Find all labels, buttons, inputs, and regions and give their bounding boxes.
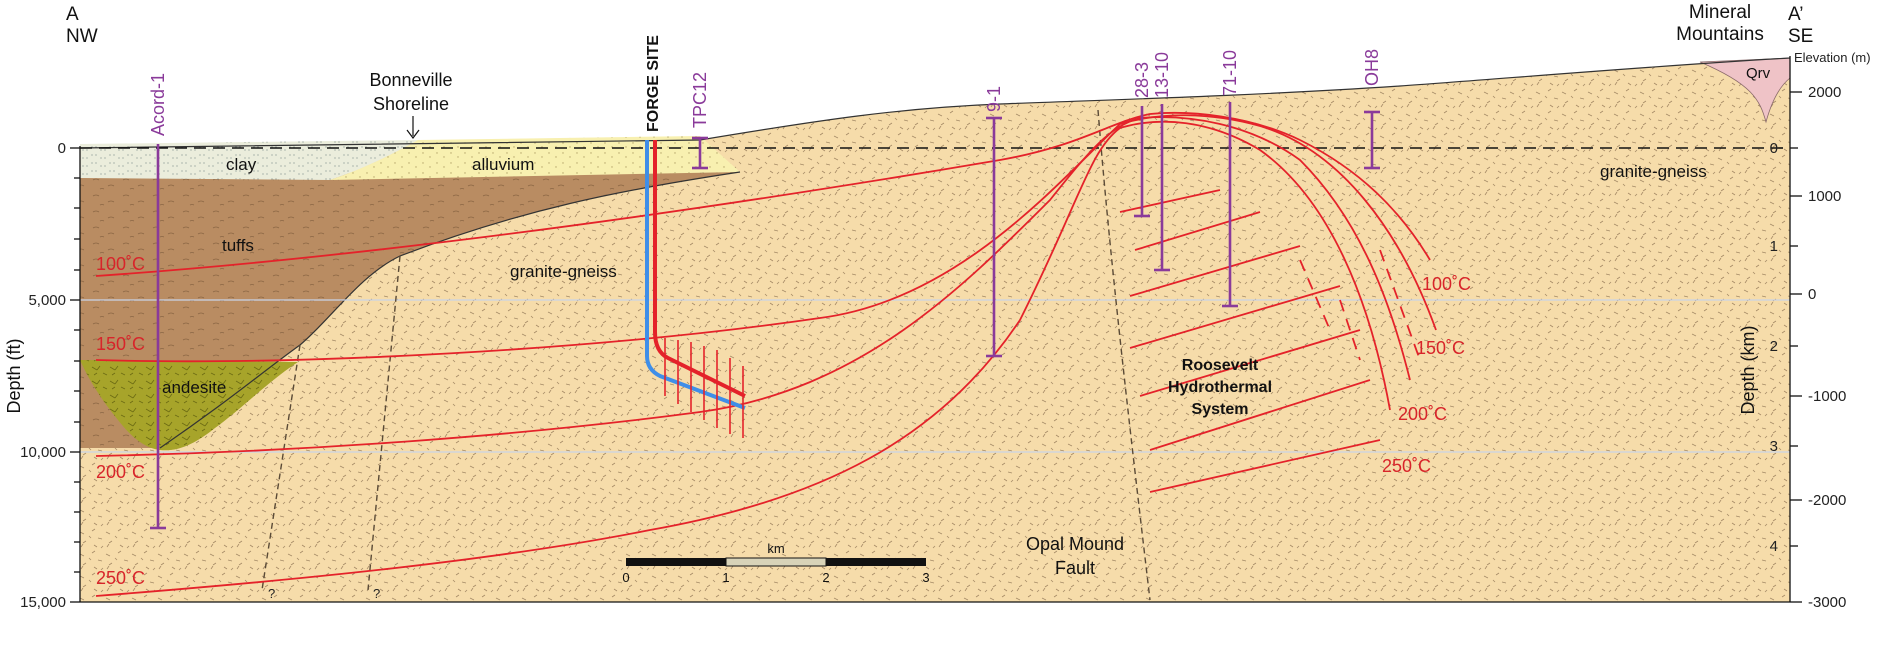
depth-tick-label: 0 <box>1770 140 1778 157</box>
scale-tick-label: 1 <box>722 570 729 585</box>
well-label-9-1: 9-1 <box>984 86 1004 112</box>
forge-borehole <box>645 140 746 438</box>
fracture-ticks <box>664 338 744 438</box>
topography-line <box>79 57 1791 149</box>
roosevelt-label: System <box>1192 401 1249 418</box>
isotherm-label: 250˚C <box>96 568 145 588</box>
isotherm-label: 150˚C <box>96 334 145 354</box>
mineral-mountains-label: Mineral <box>1689 2 1751 23</box>
left-axis <box>70 146 81 603</box>
elevation-tick-label: -2000 <box>1808 492 1846 509</box>
fault-line <box>261 344 301 591</box>
forge-well-blue <box>645 140 746 410</box>
fault-question-mark: ? <box>373 586 380 601</box>
well-tpc12 <box>692 136 708 170</box>
depth-tick-label: 2 <box>1770 338 1778 355</box>
well-acord-1 <box>150 144 166 530</box>
unit-clay <box>80 140 418 180</box>
corner-a: A <box>66 4 79 25</box>
elevation-tick-label: 1000 <box>1808 188 1841 205</box>
tuffs-label: tuffs <box>222 236 254 255</box>
isotherm-100 <box>95 111 1431 277</box>
granite-gneiss-label: granite-gneiss <box>510 262 617 281</box>
isotherm-200 <box>95 116 1411 457</box>
elevation-tick-label: 2000 <box>1808 84 1841 101</box>
well-label-acord-1: Acord-1 <box>148 73 168 136</box>
unit-granite-gneiss <box>80 58 1790 602</box>
bonneville-label: Shoreline <box>373 94 449 114</box>
depth-tick-label: 1 <box>1770 238 1778 255</box>
isotherm-label: 150˚C <box>1416 338 1465 358</box>
andesite-label: andesite <box>162 378 226 397</box>
isotherm-150 <box>95 114 1437 363</box>
basin-contact <box>159 171 741 449</box>
left-tick-label: 5,000 <box>28 292 66 309</box>
scale-unit-label: km <box>767 541 784 556</box>
corner-nw: NW <box>66 26 98 47</box>
well-71-10 <box>1222 102 1238 308</box>
isotherm-dash <box>1299 249 1421 361</box>
isotherm-250 <box>95 120 1391 597</box>
isotherm-label: 100˚C <box>1422 274 1471 294</box>
scale-tick-label: 2 <box>822 570 829 585</box>
right-axis <box>1789 56 1802 603</box>
isotherm-label: 250˚C <box>1382 456 1431 476</box>
depth-axis-title: Depth (km) <box>1738 325 1758 414</box>
isotherms <box>95 111 1437 597</box>
fault-question-mark: ? <box>268 586 275 601</box>
elevation-tick-label: 0 <box>1808 286 1816 303</box>
qrv-label: Qrv <box>1746 65 1771 82</box>
scale-tick-label: 3 <box>922 570 929 585</box>
shoreline-arrow-icon <box>406 116 420 139</box>
forge-well-red <box>653 140 746 398</box>
left-tick-label: 15,000 <box>20 594 66 611</box>
granite-gneiss-label: granite-gneiss <box>1600 162 1707 181</box>
fault-line <box>367 255 401 591</box>
bonneville-label: Bonneville <box>369 70 452 90</box>
mineral-mountains-label: Mountains <box>1676 24 1764 45</box>
isotherm-label: 200˚C <box>96 462 145 482</box>
well-label-oh8: OH8 <box>1362 49 1382 86</box>
hydrothermal-isotherm-segment <box>1119 189 1381 493</box>
depth-tick-label: 4 <box>1770 538 1778 555</box>
isotherm-label: 200˚C <box>1398 404 1447 424</box>
elevation-tick-label: -1000 <box>1808 388 1846 405</box>
elevation-axis-title: Elevation (m) <box>1794 50 1871 65</box>
forge-site-label: FORGE SITE <box>645 35 662 132</box>
well-label-tpc12: TPC12 <box>690 72 710 128</box>
scale-bar <box>626 557 926 567</box>
unit-alluvium <box>330 136 740 180</box>
left-tick-label: 10,000 <box>20 444 66 461</box>
unit-andesite <box>80 360 298 451</box>
unit-qrv <box>1699 57 1791 124</box>
faults <box>261 109 1151 601</box>
left-axis-title: Depth (ft) <box>4 338 24 413</box>
alluvium-label: alluvium <box>472 155 534 174</box>
well-label-28-3: 28-3 <box>1132 62 1152 98</box>
scale-tick-label: 0 <box>622 570 629 585</box>
well-13-10 <box>1154 104 1170 272</box>
wells <box>150 102 1380 530</box>
corner-se: SE <box>1788 26 1813 47</box>
well-9-1 <box>986 116 1002 358</box>
opal-mound-fault-label: Fault <box>1055 558 1095 578</box>
opal-mound-fault-label: Opal Mound <box>1026 534 1124 554</box>
left-tick-label: 0 <box>58 140 66 157</box>
fault-line <box>1097 109 1151 601</box>
corner-a-prime: A’ <box>1788 4 1803 25</box>
roosevelt-label: Roosevelt <box>1182 357 1259 374</box>
well-oh8 <box>1364 110 1380 170</box>
well-label-71-10: 71-10 <box>1220 50 1240 96</box>
well-label-13-10: 13-10 <box>1152 52 1172 98</box>
depth-tick-label: 3 <box>1770 438 1778 455</box>
well-28-3 <box>1134 106 1150 218</box>
isotherm-label: 100˚C <box>96 254 145 274</box>
clay-label: clay <box>226 155 257 174</box>
elevation-tick-label: -3000 <box>1808 594 1846 611</box>
roosevelt-label: Hydrothermal <box>1168 379 1272 396</box>
